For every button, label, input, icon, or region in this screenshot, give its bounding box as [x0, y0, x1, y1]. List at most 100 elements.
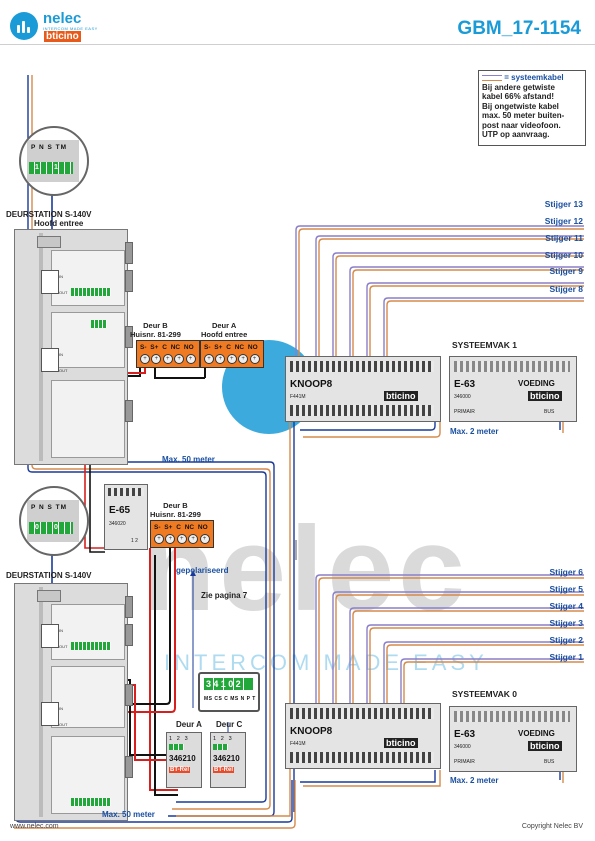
legend-line: kabel 66% afstand!	[482, 92, 555, 101]
knoop-brand: bticino	[384, 391, 418, 401]
door-a-lock-terminal: S- S+ C NC NO +++++	[200, 340, 264, 368]
power-name: E-63	[454, 379, 476, 390]
legend-line: Bij andere getwiste	[482, 82, 555, 92]
out-label: OUT	[59, 290, 68, 295]
station-main-subtitle: Hoofd entree	[34, 219, 84, 228]
stijger-lines-top	[295, 225, 584, 356]
footer-copyright: Copyright Nelec BV	[521, 823, 583, 830]
stijger-label: Stijger 9	[549, 266, 583, 276]
max-50-bottom: Max. 50 meter	[102, 810, 155, 819]
zoom-label: P N S TM	[31, 144, 68, 151]
in-label: IN	[59, 274, 63, 279]
e65-terms: 1 2	[131, 538, 138, 544]
e65-code: 346020	[109, 521, 126, 527]
stijger-label: Stijger 10	[544, 250, 583, 260]
out-label: OUT	[59, 722, 68, 727]
stijger-label: Stijger 5	[549, 584, 583, 594]
footer-website: www.nelec.com	[10, 823, 59, 830]
terminal-strip	[454, 711, 570, 722]
zoom-label: P N S TM	[31, 504, 68, 511]
relay-brand: BT-Rel	[169, 767, 191, 773]
legend-line: post naar videofoon.	[482, 120, 561, 130]
terminal-labels: S- S+ C NC NO	[204, 344, 258, 351]
bticino-logo: bticino	[44, 31, 81, 42]
systemvak0-title: SYSTEEMVAK 0	[452, 689, 518, 699]
out-label: OUT	[59, 368, 68, 373]
door-b-middle-terminal: S- S+ C NC NO +++++	[150, 520, 214, 548]
relay-a-title: Deur A	[176, 720, 202, 729]
primair-label: PRIMAIR	[454, 759, 475, 765]
stijger-lines-bottom	[315, 574, 584, 703]
polarity-note: gepolariseerd	[176, 566, 229, 575]
in-label: IN	[59, 706, 63, 711]
e65-module: E-65 346020 1 2	[104, 484, 148, 550]
stijger-label: Stijger 1	[549, 652, 583, 662]
zoom-terminal-main: P N S TM 1 1	[19, 126, 89, 196]
relay-brand: BT-Rel	[213, 767, 235, 773]
document-code: GBM_17-1154	[457, 18, 581, 39]
stijger-label: Stijger 6	[549, 567, 583, 577]
stijger-label: Stijger 11	[545, 233, 583, 243]
legend-title: = systeemkabel	[482, 73, 582, 83]
relay-c-title: Deur C	[216, 720, 243, 729]
stijger-label: Stijger 2	[549, 635, 583, 645]
module-chip	[37, 590, 61, 602]
stijger-label: Stijger 3	[549, 618, 583, 628]
power-label: VOEDING	[518, 729, 555, 738]
max-50-top: Max. 50 meter	[162, 455, 215, 464]
terminal-strip	[290, 361, 434, 372]
voeding-module-0: E-63 VOEDING 346000 bticino PRIMAIR BUS	[449, 706, 577, 772]
knoop-name: KNOOP8	[290, 726, 333, 737]
relay-code: 346210	[213, 754, 240, 763]
terminal-strip	[454, 361, 570, 372]
power-code: 346000	[454, 744, 471, 750]
out-label: OUT	[59, 644, 68, 649]
module-chip	[37, 236, 61, 248]
in-label: IN	[59, 628, 63, 633]
knoop-brand: bticino	[384, 738, 418, 748]
knoop8-module-1: KNOOP8 F441M bticino	[285, 356, 441, 422]
station-second-title: DEURSTATION S-140V	[6, 571, 92, 580]
in-label: IN	[59, 352, 63, 357]
logo-icon	[10, 12, 38, 40]
stijger-label: Stijger 8	[549, 284, 583, 294]
power-brand: bticino	[528, 391, 562, 401]
systemvak1-title: SYSTEEMVAK 1	[452, 340, 518, 350]
max-distance-label: Max. 2 meter	[450, 776, 499, 785]
dip-digits: 34102	[206, 679, 244, 689]
relay-code: 346210	[169, 754, 196, 763]
page-reference: Zie pagina 7	[201, 591, 248, 600]
legend-box: = systeemkabel Bij andere getwiste kabel…	[478, 70, 586, 146]
zoom-value: 0	[54, 524, 58, 531]
door-station-second: IN OUT IN OUT	[14, 583, 133, 821]
terminal-strip	[290, 752, 434, 763]
brand-name: nelec	[43, 10, 82, 27]
power-label: VOEDING	[518, 379, 555, 388]
knoop-code: F441M	[290, 741, 306, 747]
knoop-name: KNOOP8	[290, 379, 333, 390]
stijger-label: Stijger 13	[544, 199, 583, 209]
stijger-label: Stijger 4	[549, 601, 583, 611]
knoop8-module-0: KNOOP8 F441M bticino	[285, 703, 441, 769]
terminal-labels: S- S+ C NC NO	[140, 344, 194, 351]
knoop-code: F441M	[290, 394, 306, 400]
relay-c: 1 2 3 346210 BT-Rel	[210, 732, 246, 788]
bus-label: BUS	[544, 409, 555, 415]
brand-tagline: INTERCOM MADE EASY	[43, 26, 98, 31]
dip-switch-detail: 34102 MS CS C MS N P T	[198, 672, 260, 712]
terminal-strip	[290, 708, 434, 719]
zoom-value: 0	[35, 524, 39, 531]
power-code: 346000	[454, 394, 471, 400]
header-divider	[0, 44, 595, 45]
power-brand: bticino	[528, 741, 562, 751]
door-b-lock-terminal: S- S+ C NC NO +++++	[136, 340, 200, 368]
zoom-value: 1	[35, 164, 39, 171]
e65-name: E-65	[109, 505, 131, 516]
relay-a: 1 2 3 346210 BT-Rel	[166, 732, 202, 788]
max-distance-label: Max. 2 meter	[450, 427, 499, 436]
station-main-title: DEURSTATION S-140V	[6, 210, 92, 219]
zoom-terminal-second: P N S TM 0 0	[19, 486, 89, 556]
